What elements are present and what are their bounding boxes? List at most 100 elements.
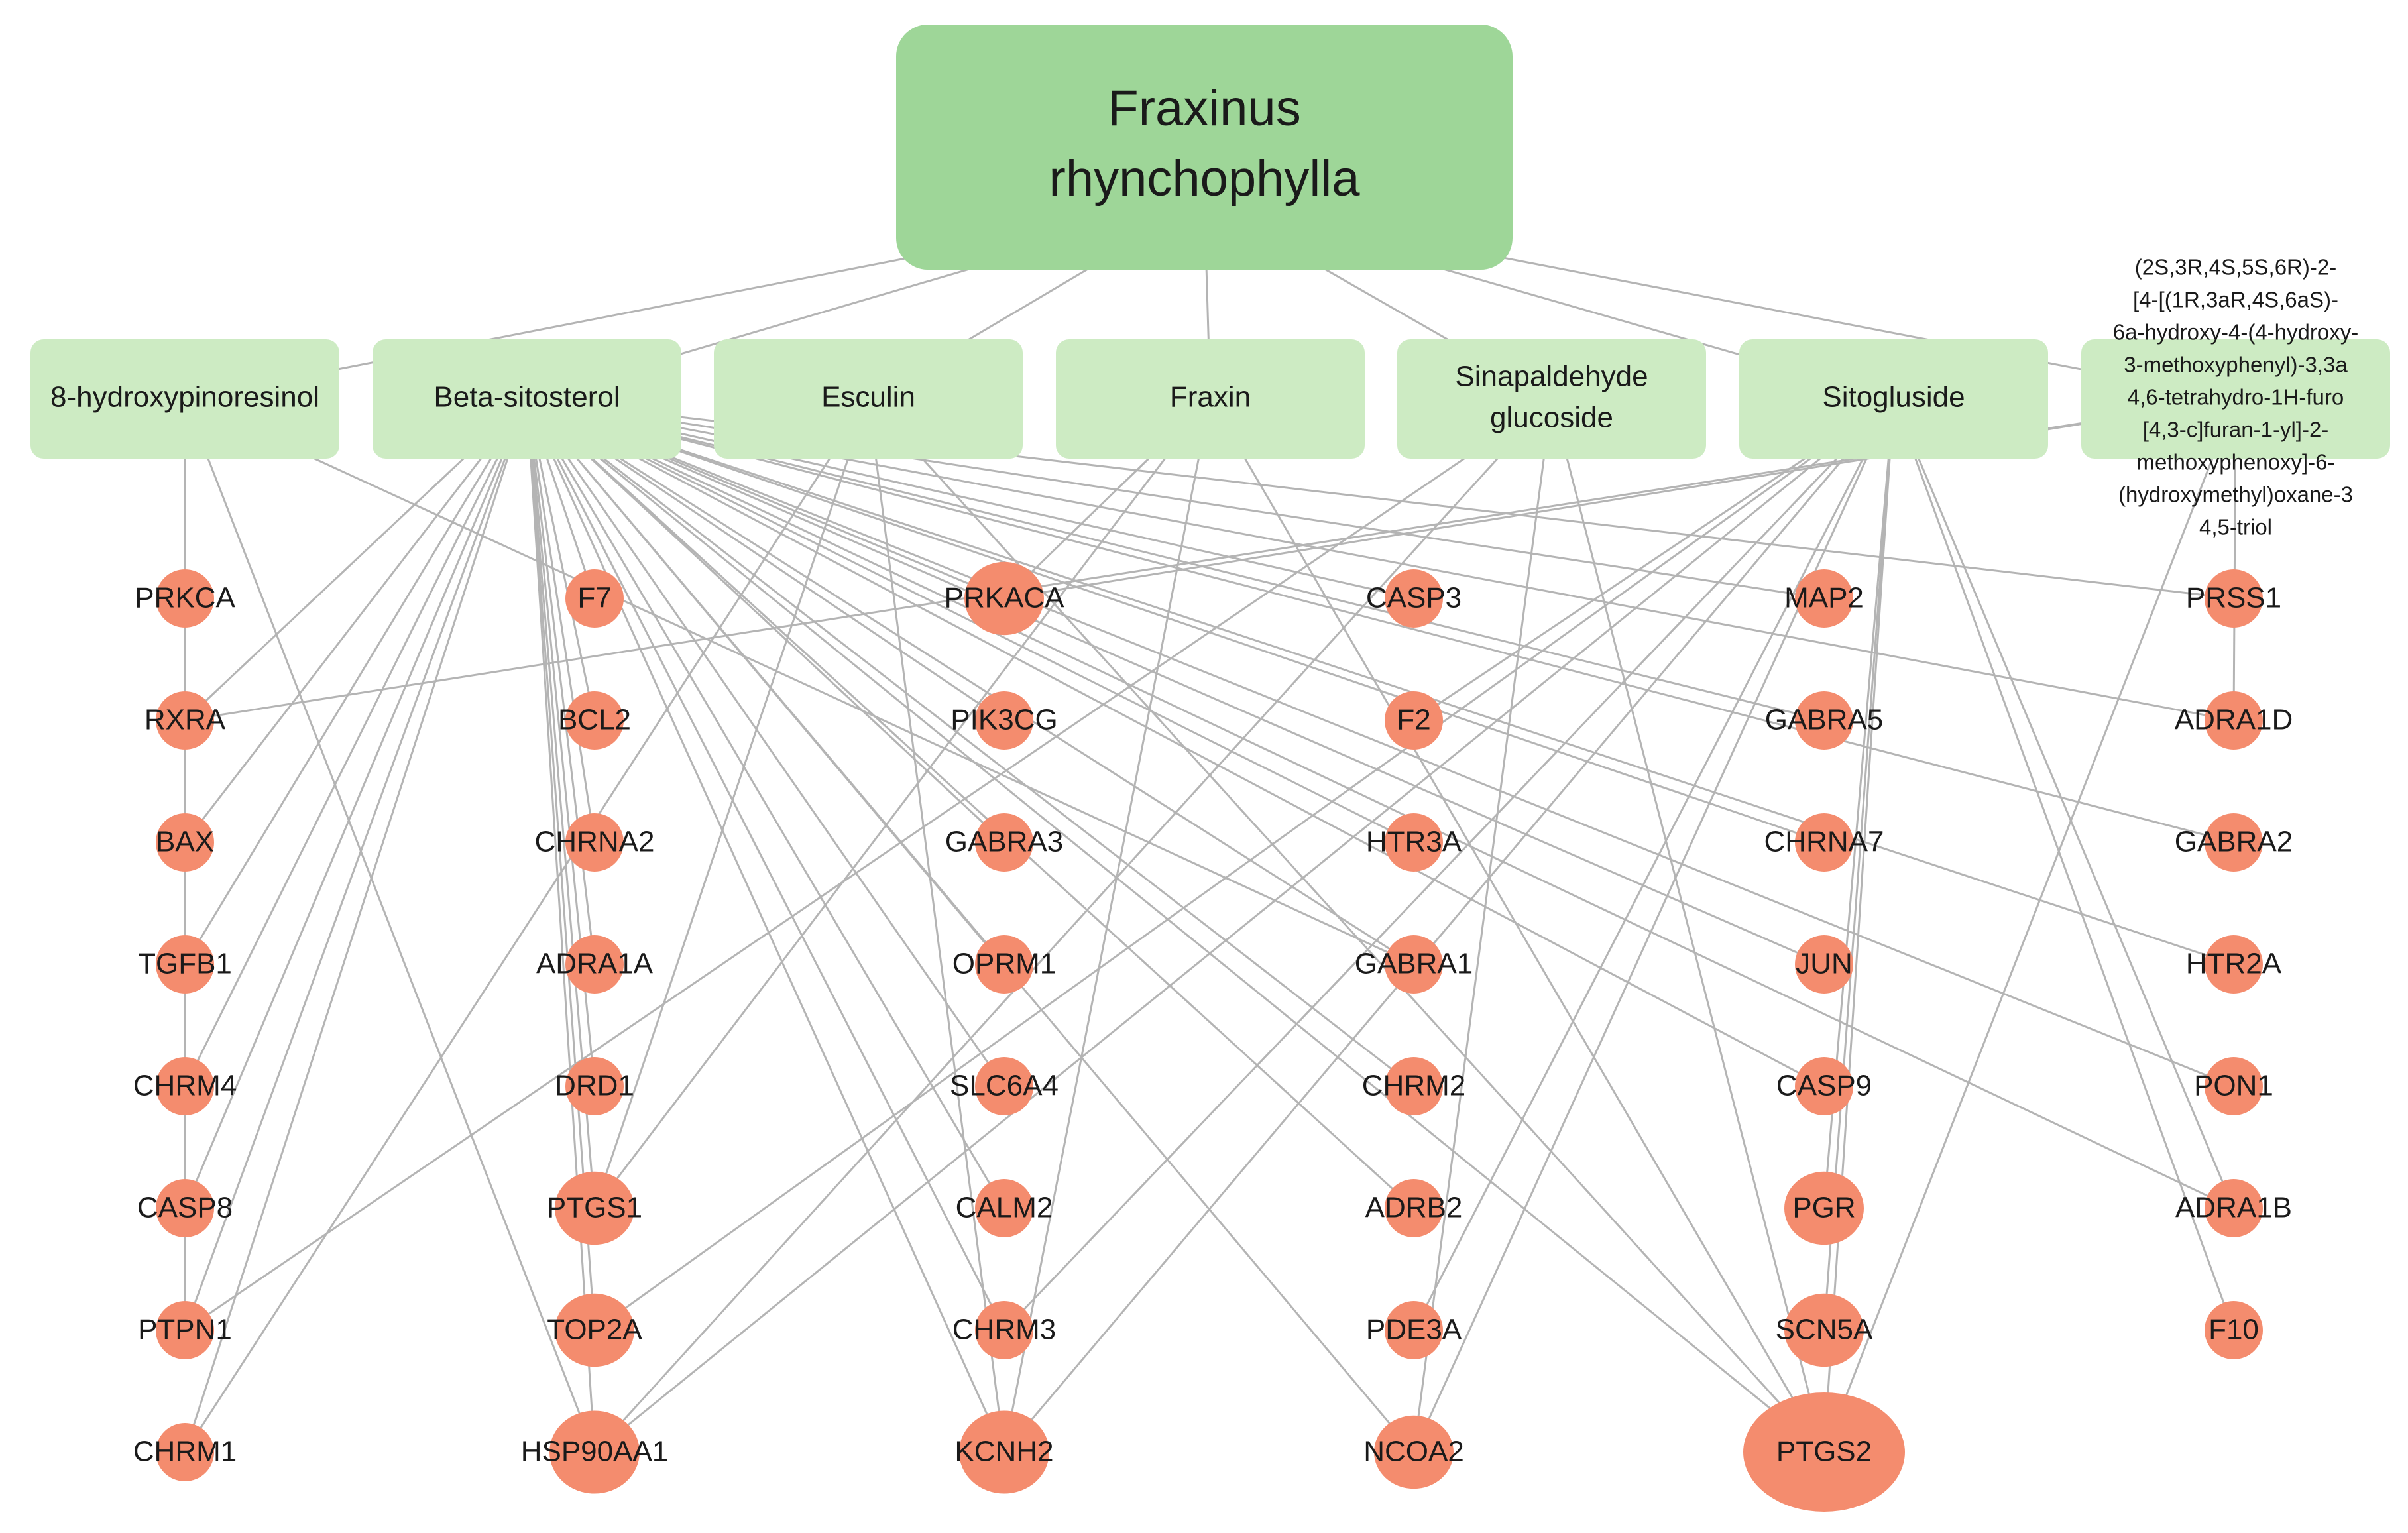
edge-c6-adra1b — [1892, 398, 2235, 1209]
edge-c6-ptgs2 — [1823, 398, 1895, 1453]
compound-label-line: 8-hydroxypinoresinol — [50, 381, 319, 414]
edge-c2-tgfb1 — [184, 398, 528, 965]
target-node-htr3a: HTR3A — [1366, 813, 1462, 872]
target-circle — [156, 1057, 214, 1115]
edge-c3-ptgs2 — [867, 398, 1825, 1453]
target-node-f2: F2 — [1385, 691, 1443, 750]
edge-c6-chrm3 — [1003, 398, 1895, 1332]
target-circle — [1374, 1415, 1454, 1489]
compound-box — [1056, 339, 1365, 459]
target-label: CALM2 — [956, 1192, 1053, 1224]
target-circle — [156, 1301, 214, 1359]
compound-box — [714, 339, 1023, 459]
target-label: ADRA1B — [2175, 1192, 2292, 1224]
target-label: CASP9 — [1776, 1070, 1872, 1102]
target-node-htr2a: HTR2A — [2186, 935, 2282, 994]
target-circle — [1795, 691, 1853, 750]
edge-c2-adra1a — [526, 398, 596, 965]
target-node-ptgs2: PTGS2 — [1743, 1392, 1905, 1512]
target-label: MAP2 — [1784, 582, 1864, 614]
root-label-line: Fraxinus — [1108, 80, 1300, 137]
target-label: RXRA — [144, 704, 226, 736]
target-node-prkaca: PRKACA — [945, 561, 1064, 636]
target-circle — [975, 1057, 1033, 1115]
target-node-pgr: PGR — [1784, 1171, 1864, 1245]
target-node-ncoa2: NCOA2 — [1363, 1415, 1464, 1489]
edge-c5-ncoa2 — [1412, 398, 1553, 1453]
target-label: PRKCA — [135, 582, 235, 614]
target-circle — [975, 691, 1033, 750]
target-circle — [2205, 1301, 2263, 1359]
edge-c2-chrm2 — [526, 398, 1414, 1088]
target-label: NCOA2 — [1363, 1436, 1464, 1468]
edge-c6-kcnh2 — [1003, 398, 1895, 1453]
edge-c2-chrna2 — [526, 398, 596, 843]
target-node-jun: JUN — [1795, 935, 1853, 994]
target-circle — [156, 569, 214, 628]
target-node-chrna7: CHRNA7 — [1764, 813, 1884, 872]
target-node-hsp90aa1: HSP90AA1 — [521, 1410, 669, 1494]
target-node-bax: BAX — [156, 813, 214, 872]
target-circle — [2205, 691, 2263, 750]
target-label: HSP90AA1 — [521, 1436, 669, 1468]
compound-label-line: Beta-sitosterol — [433, 381, 620, 414]
edge-c2-bax — [184, 398, 528, 843]
target-label: PIK3CG — [950, 704, 1057, 736]
target-circle — [1385, 1301, 1443, 1359]
compound-box — [1397, 339, 1706, 459]
target-node-chrm2: CHRM2 — [1362, 1057, 1465, 1115]
edge-c2-casp9 — [526, 398, 1825, 1088]
target-label: PTGS1 — [547, 1192, 642, 1224]
target-node-adrb2: ADRB2 — [1365, 1179, 1462, 1237]
target-label: CHRNA2 — [535, 826, 655, 858]
target-circle — [1385, 569, 1443, 628]
target-circle — [2205, 1179, 2263, 1237]
target-label: SLC6A4 — [950, 1070, 1059, 1102]
target-label: CHRM2 — [1362, 1070, 1465, 1102]
target-node-chrna2: CHRNA2 — [535, 813, 655, 872]
target-node-chrm1: CHRM1 — [133, 1423, 237, 1481]
target-label: PTPN1 — [138, 1314, 232, 1346]
edge-c2-ptgs2 — [526, 398, 1825, 1453]
node-layer: Fraxinus rhynchophylla 8-hydroxypinoresino… — [30, 25, 2390, 1512]
target-label: BAX — [156, 826, 214, 858]
target-circle — [959, 1410, 1049, 1494]
target-label: GABRA2 — [2175, 826, 2293, 858]
target-node-rxra: RXRA — [144, 691, 226, 750]
edge-c6-hsp90aa1 — [594, 398, 1894, 1453]
target-node-scn5a: SCN5A — [1776, 1293, 1873, 1367]
edge-c2-htr2a — [526, 398, 2234, 966]
target-circle — [1385, 935, 1443, 994]
compound-node-c7: (2S,3R,4S,5S,6R)-2-[4-[(1R,3aR,4S,6aS)-6… — [2081, 255, 2390, 539]
target-circle — [565, 691, 624, 750]
edge-c1-gabra1 — [184, 398, 1414, 966]
compound-label-line: glucoside — [1490, 402, 1613, 434]
root-node-box — [896, 25, 1513, 270]
edge-c1-hsp90aa1 — [184, 398, 596, 1453]
target-label: KCNH2 — [954, 1436, 1053, 1468]
target-label: F7 — [577, 582, 611, 614]
target-node-casp3: CASP3 — [1366, 569, 1462, 628]
target-label: BCL2 — [558, 704, 631, 736]
target-circle — [2205, 813, 2263, 872]
target-label: F10 — [2208, 1314, 2259, 1346]
compound-label-line: 4,5-triol — [2199, 515, 2272, 539]
edge-c2-ptpn1 — [184, 398, 528, 1331]
target-node-pon1: PON1 — [2194, 1057, 2273, 1115]
target-label: OPRM1 — [952, 948, 1056, 980]
target-label: PGR — [1792, 1192, 1855, 1224]
target-circle — [156, 691, 214, 750]
edge-c5-hsp90aa1 — [593, 398, 1553, 1453]
target-label: TOP2A — [547, 1314, 642, 1346]
target-node-ptpn1: PTPN1 — [138, 1301, 232, 1359]
edge-c2-hsp90aa1 — [526, 398, 596, 1453]
target-circle — [2205, 569, 2263, 628]
edge-c2-chrna7 — [526, 398, 1825, 844]
target-circle — [1795, 935, 1853, 994]
target-label: PRSS1 — [2186, 582, 2281, 614]
root-label-line: rhynchophylla — [1049, 150, 1361, 207]
target-node-gabra5: GABRA5 — [1765, 691, 1883, 750]
target-circle — [1385, 813, 1443, 872]
compound-node-c3: Esculin — [714, 339, 1023, 459]
